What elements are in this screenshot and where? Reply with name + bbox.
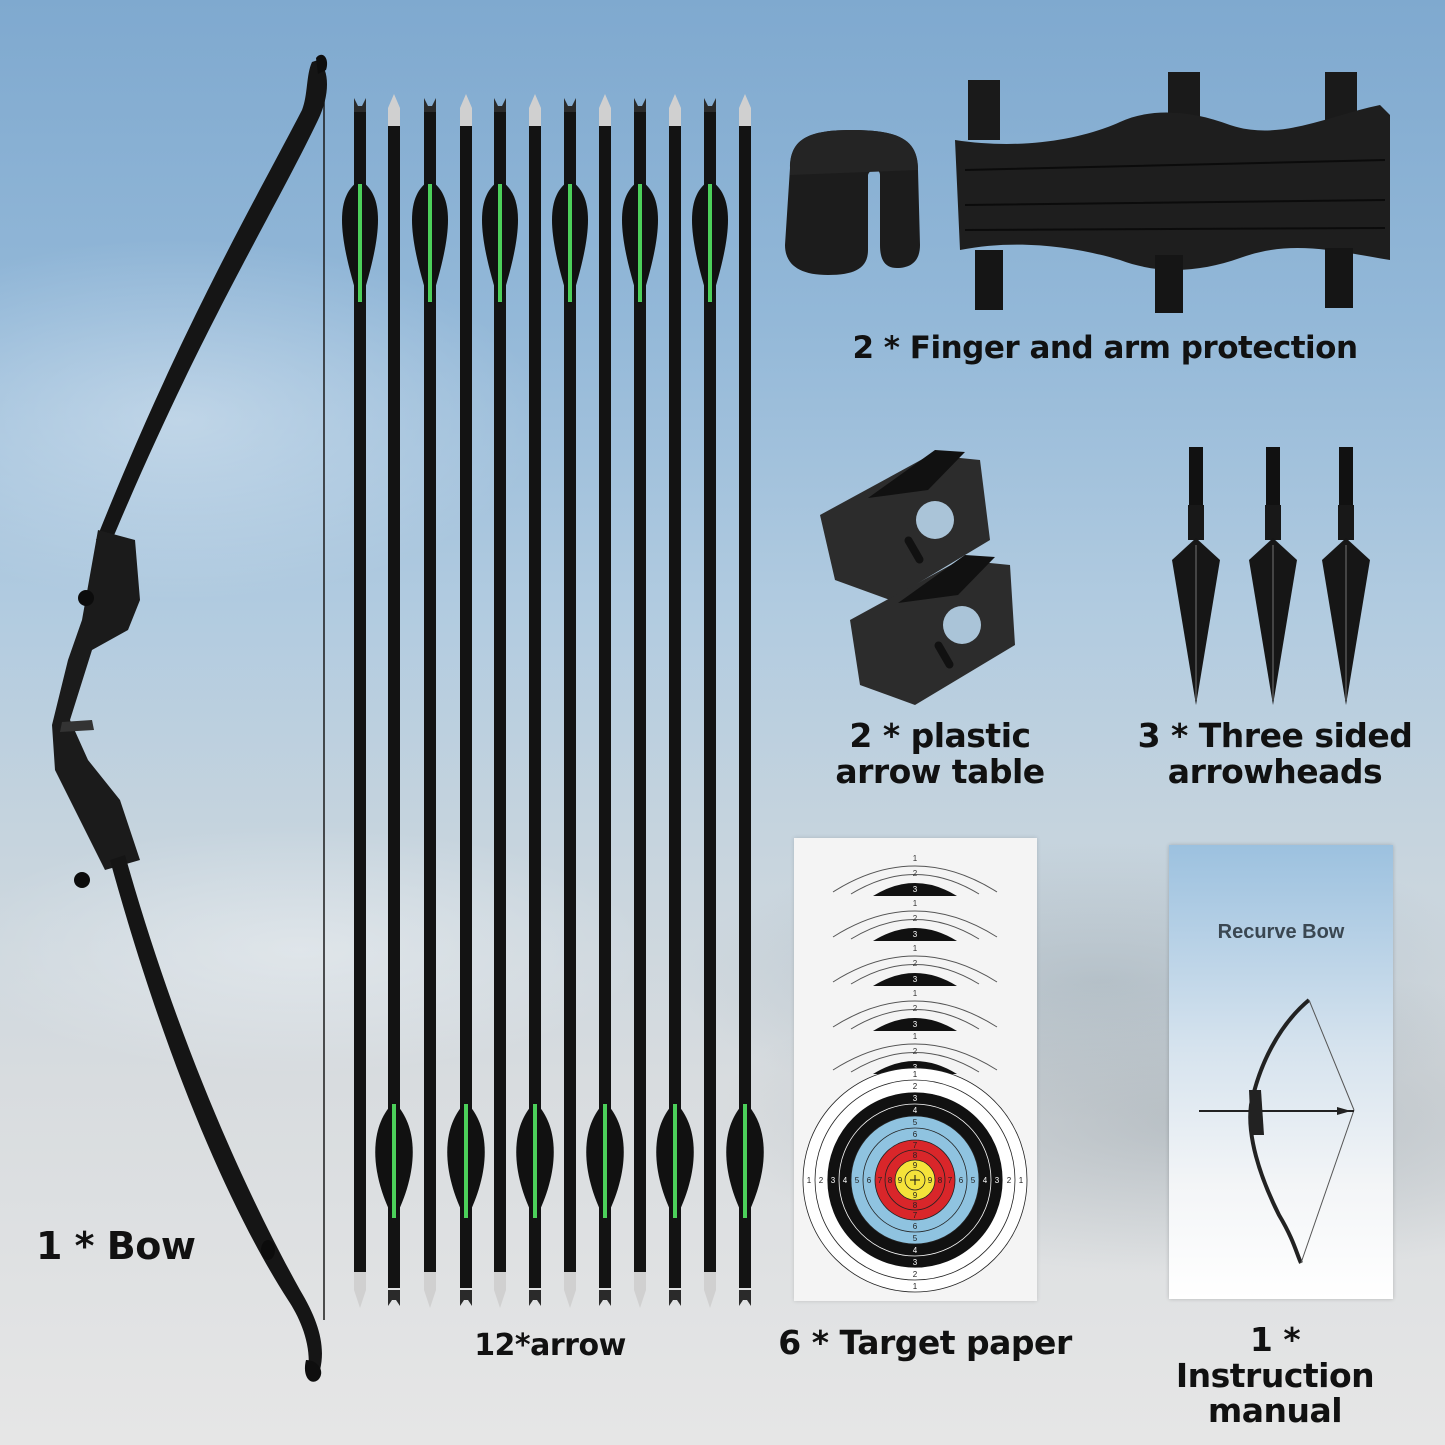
target-paper-label: 6 * Target paper	[778, 1323, 1072, 1362]
arrow-rest	[850, 555, 1015, 705]
svg-text:5: 5	[913, 1234, 918, 1243]
svg-text:8: 8	[913, 1151, 918, 1160]
svg-text:7: 7	[913, 1211, 918, 1220]
arrow	[412, 98, 448, 1308]
svg-text:7: 7	[948, 1176, 953, 1185]
arrow	[447, 94, 485, 1306]
svg-text:3: 3	[995, 1176, 1000, 1185]
arrow	[692, 98, 728, 1308]
svg-text:9: 9	[913, 1161, 918, 1170]
svg-text:1: 1	[913, 1032, 918, 1041]
svg-text:2: 2	[913, 1047, 918, 1056]
svg-text:2: 2	[913, 1004, 918, 1013]
svg-text:1: 1	[913, 989, 918, 998]
svg-text:3: 3	[913, 1063, 918, 1072]
finger-tab	[785, 130, 920, 275]
protection-label: 2 * Finger and arm protection	[852, 330, 1358, 366]
svg-text:5: 5	[913, 1118, 918, 1127]
svg-text:4: 4	[843, 1176, 848, 1185]
arrow-rest	[820, 450, 990, 600]
arrows-label: 12*arrow	[474, 1328, 626, 1363]
arrow	[656, 94, 694, 1306]
svg-text:4: 4	[983, 1176, 988, 1185]
arrow	[375, 94, 413, 1306]
svg-text:5: 5	[855, 1176, 860, 1185]
svg-text:3: 3	[913, 1258, 918, 1267]
svg-text:3: 3	[831, 1176, 836, 1185]
arrow	[726, 94, 764, 1306]
arrow	[552, 98, 588, 1308]
manual-label: 1 * Instruction manual	[1175, 1320, 1375, 1431]
manual-cover-title: Recurve Bow	[1217, 921, 1345, 943]
svg-text:7: 7	[913, 1141, 918, 1150]
svg-text:2: 2	[913, 959, 918, 968]
arrowheads-label: 3 * Three sided arrowheads	[1137, 716, 1413, 791]
arrow	[622, 98, 658, 1308]
svg-text:3: 3	[913, 1094, 918, 1103]
svg-text:1: 1	[913, 1282, 918, 1291]
arrow	[516, 94, 554, 1306]
svg-text:6: 6	[913, 1222, 918, 1231]
arm-guard	[955, 72, 1390, 313]
svg-text:9: 9	[913, 1191, 918, 1200]
arrowhead	[1249, 447, 1297, 705]
svg-text:8: 8	[888, 1176, 893, 1185]
bow-label: 1 * Bow	[36, 1224, 196, 1268]
svg-text:2: 2	[913, 869, 918, 878]
svg-text:1: 1	[913, 854, 918, 863]
svg-text:2: 2	[1007, 1176, 1012, 1185]
svg-text:3: 3	[913, 930, 918, 939]
svg-text:2: 2	[913, 1082, 918, 1091]
arrowhead	[1172, 447, 1220, 705]
svg-text:1: 1	[1019, 1176, 1024, 1185]
svg-text:2: 2	[913, 914, 918, 923]
svg-text:3: 3	[913, 975, 918, 984]
svg-text:6: 6	[867, 1176, 872, 1185]
svg-text:6: 6	[959, 1176, 964, 1185]
arrow	[342, 98, 378, 1308]
arrow-set	[342, 94, 764, 1308]
svg-text:8: 8	[938, 1176, 943, 1185]
svg-text:1: 1	[913, 1070, 918, 1079]
svg-text:9: 9	[898, 1176, 903, 1185]
instruction-manual-cover: Recurve Bow	[1169, 845, 1393, 1299]
svg-text:2: 2	[819, 1176, 824, 1185]
arrow	[482, 98, 518, 1308]
arrow	[586, 94, 624, 1306]
svg-text:2: 2	[913, 1270, 918, 1279]
arrow-rest-label: 2 * plastic arrow table	[835, 716, 1045, 791]
svg-text:1: 1	[807, 1176, 812, 1185]
bow-illustration-icon	[1199, 998, 1355, 1264]
arrowhead	[1322, 447, 1370, 705]
svg-text:7: 7	[878, 1176, 883, 1185]
svg-text:4: 4	[913, 1106, 918, 1115]
svg-text:1: 1	[913, 899, 918, 908]
svg-text:1: 1	[913, 944, 918, 953]
svg-text:8: 8	[913, 1201, 918, 1210]
svg-text:4: 4	[913, 1246, 918, 1255]
svg-text:5: 5	[971, 1176, 976, 1185]
svg-text:3: 3	[913, 1020, 918, 1029]
svg-text:6: 6	[913, 1130, 918, 1139]
svg-text:9: 9	[928, 1176, 933, 1185]
svg-text:3: 3	[913, 885, 918, 894]
